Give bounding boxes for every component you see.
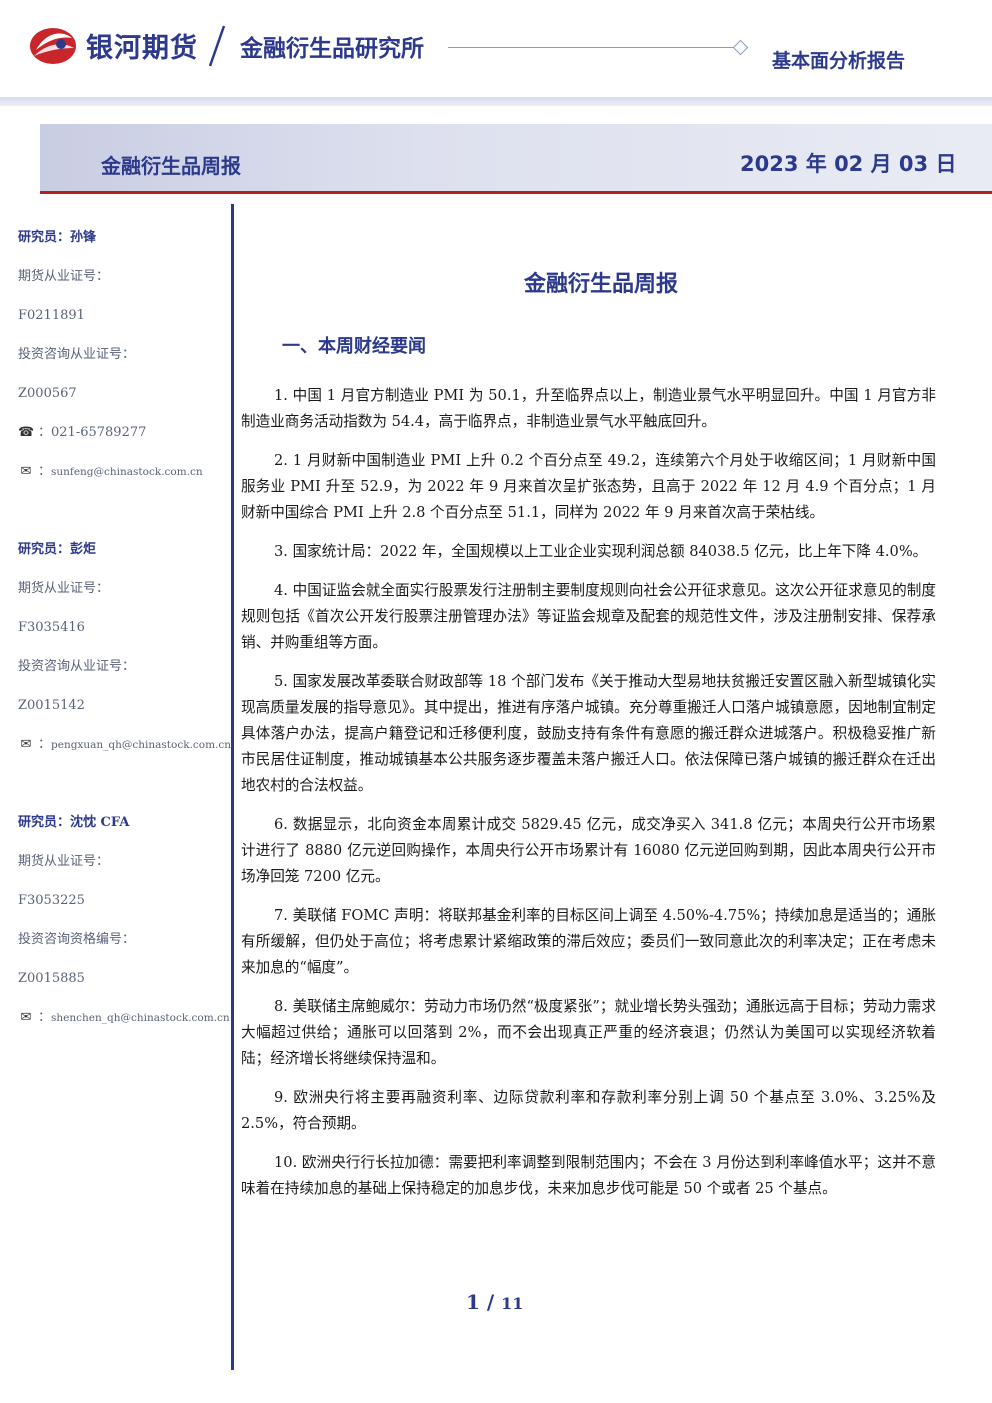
news-item: 8. 美联储主席鲍威尔：劳动力市场仍然“极度紧张”；就业增长势头强劲；通胀远高于… (241, 998, 936, 1067)
email-line: ✉ ：sunfeng@chinastock.com.cn (18, 458, 230, 497)
email-sep: ： (38, 464, 52, 479)
email-line: ✉ ：shenchen_qh@chinastock.com.cn (18, 1004, 230, 1043)
news-item: 7. 美联储 FOMC 声明：将联邦基金利率的目标区间上调至 4.50%-4.7… (241, 907, 936, 976)
analyst-name: 研究员：沈忱 CFA (18, 815, 130, 830)
news-item: 4. 中国证监会就全面实行股票发行注册制主要制度规则向社会公开征求意见。这次公开… (241, 582, 936, 651)
news-list: 1. 中国 1 月官方制造业 PMI 为 50.1，升至临界点以上，制造业景气水… (241, 383, 936, 1215)
phone-sep: ： (38, 425, 52, 440)
consult-number: Z000567 (18, 386, 77, 401)
consult-label: 投资咨询从业证号： (18, 347, 136, 362)
current-page: 1 (466, 1290, 480, 1314)
license-number: F3053225 (18, 893, 85, 908)
license-label: 期货从业证号： (18, 854, 110, 869)
email-line: ✉ ：pengxuan_qh@chinastock.com.cn (18, 731, 232, 770)
analyst-card: 研究员：孙锋 期货从业证号： F0211891 投资咨询从业证号： Z00056… (18, 224, 230, 497)
news-item: 5. 国家发展改革委联合财政部等 18 个部门发布《关于推动大型易地扶贫搬迁安置… (241, 673, 936, 794)
news-item: 1. 中国 1 月官方制造业 PMI 为 50.1，升至临界点以上，制造业景气水… (241, 387, 936, 430)
report-type: 基本面分析报告 (772, 50, 906, 72)
phone-line: ☎：021-65789277 (18, 419, 230, 458)
email-address[interactable]: sunfeng@chinastock.com.cn (51, 466, 203, 478)
header-rule (448, 47, 734, 48)
phone-icon: ☎ (18, 425, 35, 440)
email-address[interactable]: shenchen_qh@chinastock.com.cn (51, 1012, 230, 1024)
news-item: 6. 数据显示，北向资金本周累计成交 5829.45 亿元，成交净买入 341.… (241, 816, 936, 885)
diamond-icon (732, 39, 749, 56)
news-item: 2. 1 月财新中国制造业 PMI 上升 0.2 个百分点至 49.2，连续第六… (241, 452, 936, 521)
analyst-sidebar: 研究员：孙锋 期货从业证号： F0211891 投资咨询从业证号： Z00056… (18, 224, 232, 1043)
page-header: 银河期货 金融衍生品研究所 基本面分析报告 (0, 0, 992, 98)
consult-label: 投资咨询资格编号： (18, 932, 136, 947)
report-date: 2023 年 02 月 03 日 (740, 152, 957, 176)
page-sep: / (486, 1290, 495, 1314)
analyst-card: 研究员：沈忱 CFA 期货从业证号： F3053225 投资咨询资格编号： Z0… (18, 809, 230, 1043)
analyst-name: 研究员：彭炬 (18, 542, 97, 557)
mail-icon: ✉ (20, 737, 32, 752)
page-number: 1 / 11 (466, 1290, 523, 1314)
document-title: 金融衍生品周报 (523, 272, 678, 297)
total-pages: 11 (501, 1294, 524, 1313)
banner-red-rule (40, 191, 992, 194)
header-slash-divider (208, 25, 226, 67)
analyst-name: 研究员：孙锋 (18, 230, 97, 245)
news-item: 3. 国家统计局：2022 年，全国规模以上工业企业实现利润总额 84038.5… (274, 543, 928, 560)
header-band (0, 97, 992, 106)
consult-number: Z0015885 (18, 971, 85, 986)
title-banner (40, 124, 992, 194)
mail-icon: ✉ (20, 464, 32, 479)
institute-name: 金融衍生品研究所 (240, 36, 424, 62)
analyst-card: 研究员：彭炬 期货从业证号： F3035416 投资咨询从业证号： Z00151… (18, 536, 232, 770)
news-item: 10. 欧洲央行行长拉加德：需要把利率调整到限制范围内；不会在 3 月份达到利率… (241, 1154, 936, 1197)
email-address[interactable]: pengxuan_qh@chinastock.com.cn (51, 739, 232, 751)
banner-title: 金融衍生品周报 (101, 154, 241, 178)
consult-number: Z0015142 (18, 698, 85, 713)
license-number: F3035416 (18, 620, 85, 635)
mail-icon: ✉ (20, 1010, 32, 1025)
email-sep: ： (38, 737, 52, 752)
email-sep: ： (38, 1010, 52, 1025)
news-item: 9. 欧洲央行将主要再融资利率、边际贷款利率和存款利率分别上调 50 个基点至 … (241, 1089, 936, 1132)
license-label: 期货从业证号： (18, 269, 110, 284)
galaxy-logo-icon (30, 28, 76, 64)
phone-number: 021-65789277 (51, 425, 147, 440)
section-title: 一、本周财经要闻 (282, 336, 426, 357)
brand-name: 银河期货 (86, 33, 198, 64)
sidebar-divider (231, 204, 234, 1370)
license-number: F0211891 (18, 308, 85, 323)
license-label: 期货从业证号： (18, 581, 110, 596)
consult-label: 投资咨询从业证号： (18, 659, 136, 674)
